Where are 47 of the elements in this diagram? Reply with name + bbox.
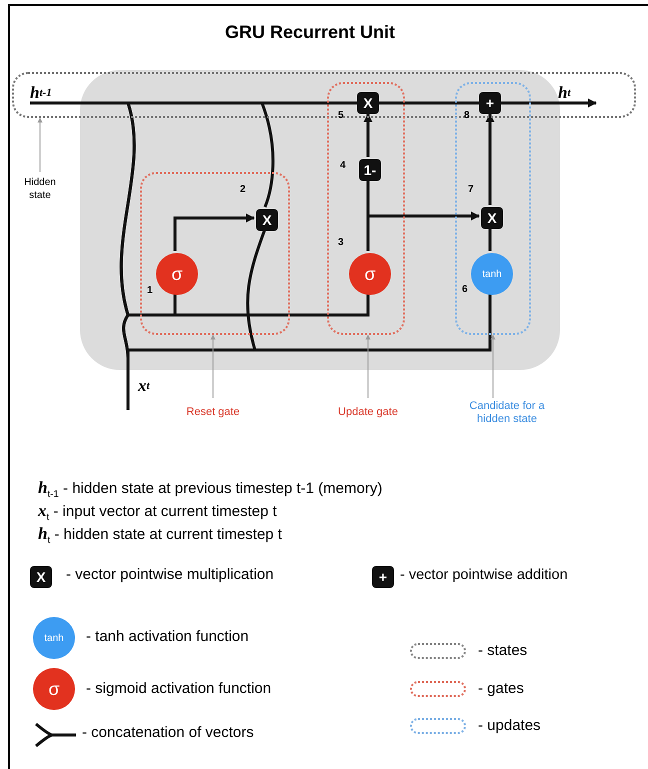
tanh-symbol: tanh <box>33 617 75 659</box>
operation-square: X <box>481 207 503 229</box>
definition-text: - concatenation of vectors <box>82 724 254 741</box>
annotation-text: Reset gate <box>180 398 246 428</box>
dotted-region <box>140 172 290 335</box>
step-number: 6 <box>462 284 468 295</box>
connector-line <box>488 227 492 251</box>
operation-square: X <box>357 92 379 114</box>
leader-line <box>490 334 496 398</box>
step-number: 3 <box>338 237 344 248</box>
step-number: 4 <box>340 160 346 171</box>
operation-square: X <box>256 209 278 231</box>
sigmoid-symbol: σ <box>33 668 75 710</box>
arrow <box>366 212 480 251</box>
step-number: 8 <box>464 110 470 121</box>
arrow <box>174 214 255 251</box>
title: GRU Recurrent Unit <box>224 22 396 43</box>
connector-line <box>246 228 492 352</box>
connector-line <box>30 102 357 104</box>
connector-line <box>379 102 479 104</box>
definition-text: - vector pointwise addition <box>400 567 568 583</box>
definition-text: - tanh activation function <box>86 628 249 645</box>
definition-text: h$_{t}$ - hidden state at current timestep t <box>38 524 282 544</box>
annotation-text: Hidden state <box>14 172 66 206</box>
annotation-text: Candidate for a hidden state <box>452 398 562 428</box>
definition-text: - sigmoid activation function <box>86 680 272 697</box>
arrow <box>364 113 372 157</box>
legend-text: - updates <box>478 717 541 734</box>
arrow <box>501 98 598 108</box>
operation-symbol: X <box>30 566 52 588</box>
definition-text: - vector pointwise multiplication <box>66 566 274 583</box>
legend-text: - gates <box>478 680 524 697</box>
annotation-text: Update gate <box>335 398 401 428</box>
definition-text: x$_{t}$ - input vector at current timestep t <box>38 501 277 521</box>
arrow <box>486 113 494 205</box>
step-number: 5 <box>338 110 344 121</box>
step-number: 2 <box>240 184 246 195</box>
leader-line <box>210 334 216 398</box>
operation-symbol: + <box>372 566 394 588</box>
operation-square: 1- <box>359 159 381 181</box>
legend-text: - states <box>478 642 528 659</box>
leader-line <box>366 334 370 398</box>
operation-square: + <box>479 92 501 114</box>
step-number: 7 <box>468 184 474 195</box>
leader-line <box>38 118 42 172</box>
step-number: 1 <box>147 285 153 296</box>
definition-text: h$_{t-1}$ - hidden state at previous timestep t-1 (memory) <box>38 478 382 498</box>
